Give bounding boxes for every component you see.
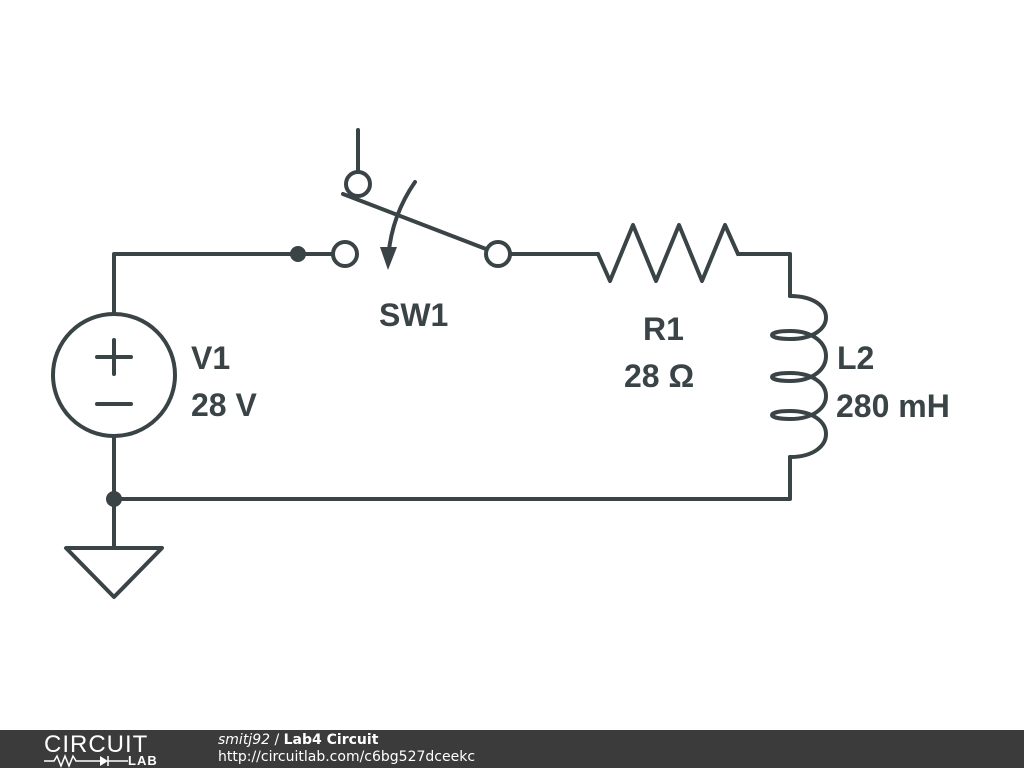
source-name-label: V1 (191, 340, 230, 376)
circuitlab-logo-subtext: LAB (128, 753, 158, 768)
inductor-l2 (770, 294, 828, 459)
circuit-schematic: V1 28 V SW1 R1 28 Ω L2 280 mH (51, 128, 950, 599)
resistor-diode-logo-icon (44, 754, 128, 768)
source-value-label: 28 V (191, 387, 257, 423)
inductor-value-label: 280 mH (836, 388, 950, 424)
circuit-url[interactable]: http://circuitlab.com/c6bg527dceekc (218, 749, 476, 765)
circuit-meta: smitj92 / Lab4 Circuit (218, 732, 378, 749)
switch-arrow-icon (380, 247, 397, 270)
footer-bar: CIRCUIT LAB smitj92 / Lab4 Circuit http:… (0, 730, 1024, 768)
resistor-r1 (596, 223, 740, 283)
junction-dot-ground (106, 491, 122, 507)
voltage-source-v1 (51, 312, 177, 438)
switch-sw1 (331, 128, 512, 270)
author-username[interactable]: smitj92 (218, 732, 271, 748)
circuit-title[interactable]: Lab4 Circuit (283, 732, 379, 748)
resistor-value-label: 28 Ω (624, 358, 694, 394)
inductor-name-label: L2 (837, 340, 874, 376)
meta-separator: / (270, 732, 284, 748)
switch-name-label: SW1 (379, 297, 448, 333)
ground-symbol (64, 546, 164, 599)
circuitlab-logo-text[interactable]: CIRCUIT (44, 731, 149, 758)
junction-dot-top (290, 246, 306, 262)
resistor-name-label: R1 (643, 311, 684, 347)
